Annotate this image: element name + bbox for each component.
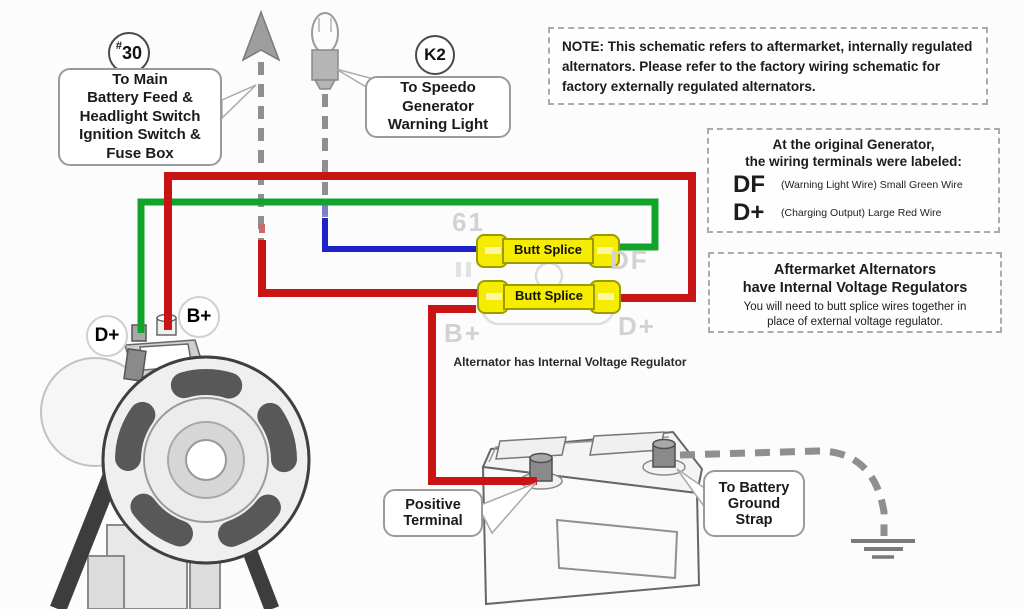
note-text: NOTE: This schematic refers to aftermark… [562,39,973,94]
callout-line: Warning Light [387,116,489,134]
badge-number: 30 [122,42,143,63]
callout-line: Fuse Box [106,144,174,162]
callout-line: Ignition Switch & [79,126,201,144]
blue-warning-light-wire [322,218,480,252]
hash-symbol: # [115,40,123,52]
ghost-label-61: 61 [452,207,485,237]
alternator-illustration [40,313,311,609]
aftermarket-body-line: You will need to butt splice wires toget… [743,301,967,313]
ground-strap-callout: To Battery Ground Strap [703,470,805,537]
dplus-terminal-label: D+ [86,315,128,357]
note-box: NOTE: This schematic refers to aftermark… [548,27,988,105]
battery-vent-caps-right [589,431,665,456]
butt-splice-1 [476,234,620,268]
battery-label-panel [555,518,679,580]
red-bplus-wire [164,172,696,330]
callout-line: Battery Feed & [87,89,193,107]
callout-line: Ground [727,495,781,512]
callout-line: To Main [112,70,168,88]
battery-illustration [481,430,704,606]
red-charge-wire-to-fusebox [258,240,480,297]
ghost-label-bplus: B+ [444,318,482,348]
terminal-k2-badge: K2 [415,35,455,75]
warning-light-bulb-icon [311,12,339,90]
positive-terminal-callout: Positive Terminal [383,489,483,537]
ground-symbol-icon [851,539,915,559]
callout-line: Generator [402,97,474,115]
generator-box-heading: At the original Generator, [772,137,935,152]
generator-labels-box: At the original Generator, the wiring te… [707,128,1000,233]
warning-light-callout: To Speedo Generator Warning Light [365,76,511,138]
negative-terminal-post-top [652,438,676,450]
aftermarket-heading: have Internal Voltage Regulators [742,280,968,296]
fan-blades [115,369,297,551]
butt-splice-label: Butt Splice [514,242,582,257]
aftermarket-body-line: place of external voltage regulator. [767,316,943,328]
green-df-wire [137,198,659,333]
aftermarket-heading: Aftermarket Alternators [773,262,937,278]
terminal-row-dplus: D+ (Charging Output) Large Red Wire [719,200,988,226]
bplus-terminal-label: B+ [178,296,220,338]
alternator-terminal-block [123,348,147,382]
butt-splice-2 [477,280,621,314]
terminal-name: D+ [733,199,765,226]
badge-number: K2 [424,45,446,64]
callout-line: Strap [735,511,773,528]
up-arrow-icon [241,9,281,62]
terminal-desc: (Charging Output) Large Red Wire [781,207,942,219]
internal-regulator-caption: Alternator has Internal Voltage Regulato… [453,355,687,369]
main-feed-callout: To Main Battery Feed & Headlight Switch … [58,68,222,166]
callout-line: Positive [405,497,461,513]
terminal-name: DF [733,171,765,198]
red-wire-to-battery [428,305,537,485]
ghost-label-dplus: D+ [618,311,656,341]
ground-strap-dashed-wire [679,447,888,536]
callout-line: Headlight Switch [79,107,201,125]
callout-line: To Battery [718,479,790,496]
callout-line: Terminal [403,513,463,529]
butt-splice-label: Butt Splice [515,288,583,303]
positive-terminal-post-top [529,452,553,464]
ghost-label-df: DF [610,245,649,275]
alternator-foot-left [87,555,125,609]
terminal-desc: (Warning Light Wire) Small Green Wire [781,179,963,191]
aftermarket-body: You will need to butt splice wires toget… [718,300,992,330]
ground-strap [679,447,915,559]
generator-box-heading: the wiring terminals were labeled: [745,154,962,169]
alternator-foot-right [189,557,221,609]
terminal-30-badge: #30 [108,32,150,74]
callout-line: To Speedo [400,79,476,97]
battery-front-face [481,465,701,606]
aftermarket-info-box: Aftermarket Alternators have Internal Vo… [708,252,1002,333]
pulley-shaft-hole [185,439,227,481]
terminal-row-df: DF (Warning Light Wire) Small Green Wire [719,172,988,198]
